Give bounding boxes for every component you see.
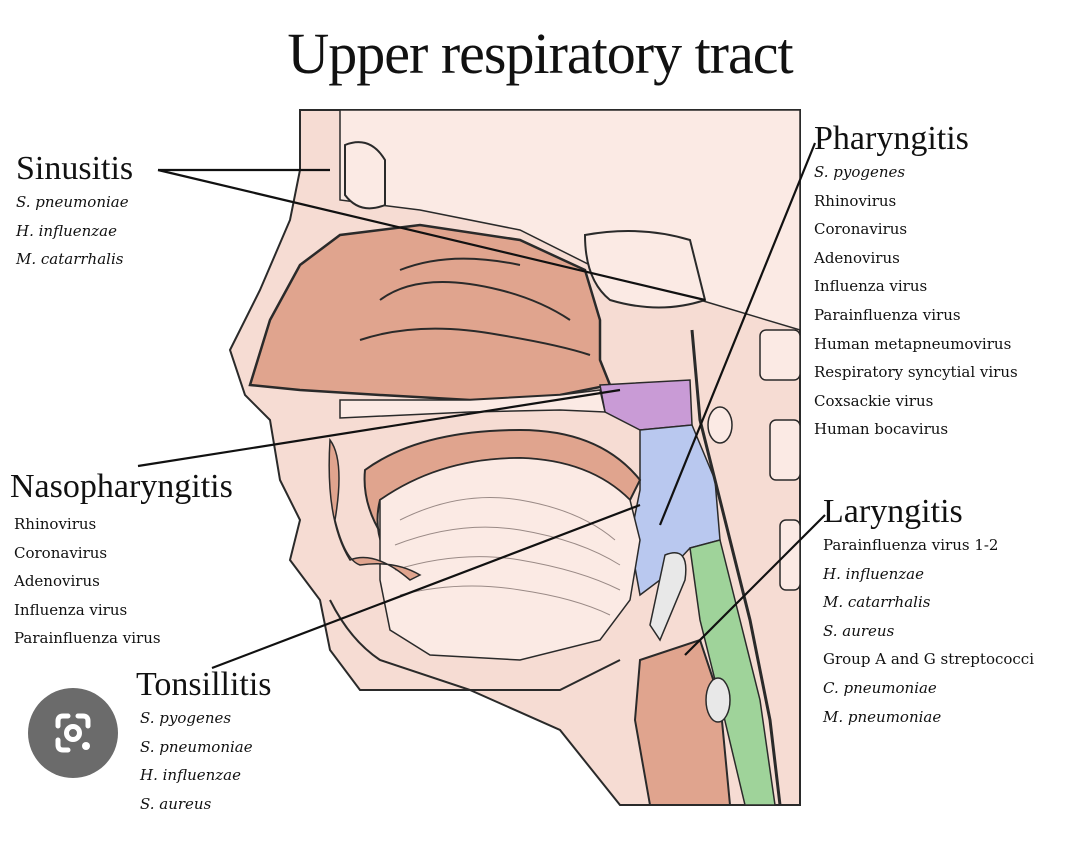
pointer-nasopharyngitis bbox=[137, 388, 621, 468]
vertebra bbox=[779, 519, 801, 591]
hard-palate bbox=[339, 389, 606, 419]
nasopharyngitis-heading: Nasopharyngitis bbox=[10, 468, 233, 505]
nasopharyngitis-item: Parainfluenza virus bbox=[14, 629, 161, 648]
frontal-sinus bbox=[344, 141, 386, 210]
vertebra bbox=[769, 419, 801, 481]
diagram-title: Upper respiratory tract bbox=[287, 21, 793, 86]
sinusitis-item: M. catarrhalis bbox=[16, 250, 124, 269]
lips bbox=[328, 437, 422, 581]
sphenoid-sinus bbox=[583, 230, 707, 309]
pharyngitis-item: Human metapneumovirus bbox=[814, 334, 1012, 353]
tonsillitis-item: S. pyogenes bbox=[140, 709, 232, 727]
pointer-lines bbox=[137, 142, 826, 670]
pharyngitis-item: Respiratory syncytial virus bbox=[814, 363, 1018, 382]
lens-search-button[interactable] bbox=[28, 688, 118, 778]
tonsillitis-item: S. aureus bbox=[140, 794, 212, 813]
vertebra bbox=[759, 329, 801, 381]
pharyngitis-item: Parainfluenza virus bbox=[814, 305, 961, 324]
pharyngitis-heading: Pharyngitis bbox=[814, 120, 969, 157]
pharyngitis-item: Coronavirus bbox=[814, 220, 908, 239]
nasopharyngitis-item: Influenza virus bbox=[14, 600, 128, 619]
tonsillitis-block: Tonsillitis S. pyogenes S. pneumoniae H.… bbox=[136, 666, 272, 818]
tonsillitis-heading: Tonsillitis bbox=[136, 666, 272, 703]
nasal-cavity bbox=[248, 223, 612, 402]
laryngitis-heading: Laryngitis bbox=[823, 493, 963, 530]
laryngitis-item: M. pneumoniae bbox=[823, 707, 942, 726]
mandible bbox=[329, 599, 621, 691]
nasopharyngitis-item: Adenovirus bbox=[14, 572, 100, 591]
nasopharyngitis-item: Rhinovirus bbox=[14, 515, 97, 533]
pharyngitis-item: Human bocavirus bbox=[814, 420, 949, 439]
turbinate-2 bbox=[359, 327, 591, 356]
pharyngitis-item: Adenovirus bbox=[814, 248, 900, 267]
larynx-region bbox=[689, 539, 776, 806]
laryngitis-item: C. pneumoniae bbox=[823, 678, 937, 697]
pointer-sinusitis-sphenoid bbox=[157, 168, 706, 302]
lens-search-icon bbox=[55, 713, 91, 753]
pharyngitis-item: S. pyogenes bbox=[814, 163, 906, 181]
laryngitis-item: M. catarrhalis bbox=[823, 593, 931, 612]
cricoid bbox=[705, 677, 731, 723]
nasopharyngitis-block: Nasopharyngitis Rhinovirus Coronavirus A… bbox=[10, 468, 233, 653]
pointer-pharyngitis bbox=[658, 142, 817, 526]
posterior-wall bbox=[690, 329, 782, 806]
laryngitis-item: Parainfluenza virus 1-2 bbox=[823, 536, 999, 554]
laryngitis-item: Group A and G streptococci bbox=[823, 650, 1035, 669]
atlas bbox=[707, 406, 733, 444]
pharyngitis-item: Coxsackie virus bbox=[814, 391, 934, 410]
turbinate-1 bbox=[379, 281, 571, 321]
sinusitis-heading: Sinusitis bbox=[16, 150, 134, 187]
pointer-tonsillitis bbox=[211, 503, 641, 670]
sinusitis-item: H. influenzae bbox=[16, 221, 118, 240]
pharyngitis-item: Influenza virus bbox=[814, 277, 928, 296]
sinusitis-item: S. pneumoniae bbox=[16, 193, 129, 211]
epiglottis bbox=[649, 552, 687, 642]
tonsillitis-item: H. influenzae bbox=[140, 766, 242, 785]
tonsillitis-item: S. pneumoniae bbox=[140, 737, 253, 756]
sinusitis-block: Sinusitis S. pneumoniae H. influenzae M.… bbox=[16, 150, 133, 274]
pharyngitis-block: Pharyngitis S. pyogenes Rhinovirus Coron… bbox=[814, 120, 1018, 444]
laryngitis-block: Laryngitis Parainfluenza virus 1-2 H. in… bbox=[823, 493, 1034, 731]
laryngitis-item: H. influenzae bbox=[823, 564, 925, 583]
turbinate-3 bbox=[399, 257, 521, 271]
pharyngitis-item: Rhinovirus bbox=[814, 191, 897, 210]
pointer-laryngitis bbox=[684, 514, 826, 656]
nasopharyngitis-item: Coronavirus bbox=[14, 543, 108, 562]
laryngitis-item: S. aureus bbox=[823, 621, 895, 640]
